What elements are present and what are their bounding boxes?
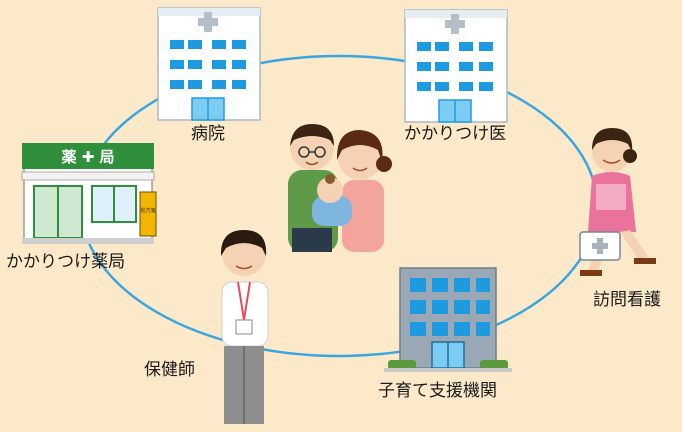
child-support-label: 子育て支援機関 — [378, 381, 497, 401]
family-with-baby-icon — [288, 124, 392, 252]
family-doctor-label: かかりつけ医 — [404, 124, 507, 144]
pharmacy-label: かかりつけ薬局 — [6, 252, 126, 272]
pharmacy-store-icon: 薬 ✚ 局 処方箋 — [21, 143, 157, 244]
visiting-nurse-icon — [579, 128, 656, 276]
public-health-nurse-label: 保健師 — [144, 360, 195, 380]
hospital-building-icon — [157, 7, 261, 121]
clinic-building-icon — [404, 9, 508, 123]
home-nursing-label: 訪問看護 — [593, 290, 661, 310]
office-building-icon — [384, 267, 512, 372]
prescription-sign-text: 処方箋 — [140, 207, 155, 214]
hospital-label: 病院 — [191, 124, 225, 144]
pharmacy-sign-text: 薬 ✚ 局 — [60, 148, 114, 166]
public-health-nurse-icon — [220, 230, 269, 424]
